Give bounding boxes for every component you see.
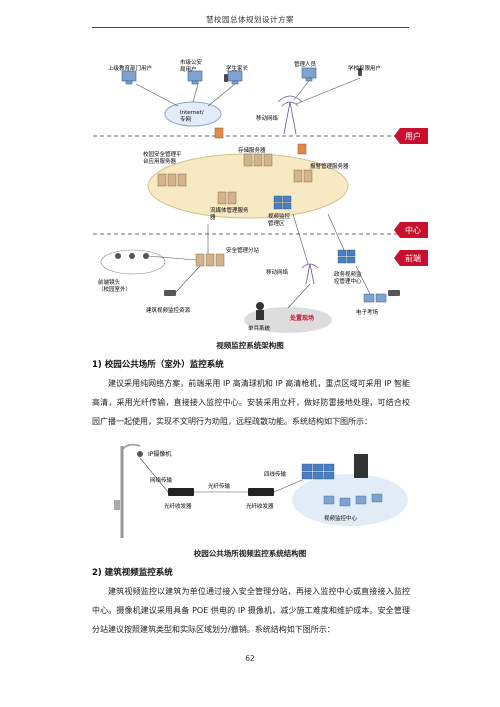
- video-wall-icon: [301, 463, 335, 480]
- monitor-wall-icon: [273, 195, 292, 210]
- soldier-icon: [256, 302, 264, 320]
- label-police: 市级公安局用户: [180, 58, 203, 73]
- zone-tag-front: 前端: [394, 250, 428, 266]
- label-center: 视频监控中心: [324, 514, 358, 522]
- small-tower-icon: [301, 263, 319, 285]
- label-transceiver2: 光纤收发器: [246, 502, 274, 510]
- header-title: 慧校园总体规划设计方案: [206, 15, 294, 24]
- label-school-leader: 学校权限用户: [348, 64, 381, 72]
- label-platform: 校园安全管理平台应用服务器: [143, 150, 182, 165]
- workstation-icon: [323, 493, 383, 507]
- zone-front-label: 前端: [405, 253, 421, 263]
- section1-title: 1) 校园公共场所（室外）监控系统: [92, 360, 224, 370]
- label-admin: 管理人员: [294, 60, 317, 68]
- server-rack-icon: [354, 454, 368, 478]
- label-soldier: 单兵系统: [248, 324, 271, 332]
- label-exam: 电子考场: [356, 308, 379, 316]
- label-net-transfer: 网络传输: [150, 476, 173, 484]
- page-number: 62: [245, 654, 255, 663]
- figure1-caption: 视频监控系统架构图: [216, 341, 284, 350]
- section1-paragraph: 建议采用纯网络方案，前端采用 IP 高清球机和 IP 高清枪机，重点区域可采用 …: [92, 379, 410, 426]
- camera-icon: [115, 253, 400, 296]
- transceiver-icon: [168, 488, 274, 496]
- label-superior: 上级教育部门用户: [108, 64, 152, 72]
- antenna-tower-icon: [277, 95, 303, 135]
- server-icon: [157, 153, 313, 205]
- computer-icon: [121, 67, 317, 85]
- zone-user-label: 用户: [405, 131, 421, 141]
- label-police-field: 处置现场: [289, 314, 314, 322]
- section2-title: 2) 建筑视频监控系统: [92, 568, 173, 578]
- section2-paragraph: 建筑视频监控以建筑为单位通过接入安全管理分站，再接入监控中心或直接接入监控中心。…: [92, 587, 410, 634]
- fig2-links: [139, 457, 303, 493]
- label-internet: Internet/专网: [180, 110, 204, 123]
- label-switch: 四线传输: [264, 470, 287, 478]
- structure-diagram: IP摄像机 网络传输 光纤传输 四线传输 光纤收发器 光纤收发器 视频监控中心: [114, 443, 408, 538]
- hall-monitor-icon: [337, 249, 356, 264]
- label-fiber-transfer: 光纤传输: [208, 482, 231, 490]
- label-stream: 流媒体管理服务器: [210, 206, 249, 221]
- label-hall: 政务视频监控管理中心: [334, 270, 362, 285]
- exam-computer-icon: [363, 293, 387, 303]
- label-transceiver1: 光纤收发器: [164, 502, 192, 510]
- label-mobile-net: 移动网络: [256, 114, 279, 122]
- ip-camera-icon: [137, 451, 143, 457]
- label-station: 安全管理分站: [226, 246, 260, 254]
- label-front-camera: 前端镜头（校园室外）: [98, 278, 131, 293]
- station-server-icon: [195, 253, 225, 267]
- zone-tag-center: 中心: [394, 222, 428, 238]
- label-storage: 存储服务器: [238, 146, 266, 154]
- label-ip-camera: IP摄像机: [148, 450, 171, 458]
- architecture-diagram: 用户 中心 前端 上级教育部门用户 市级公安局用户 学生家长 管理人员 学校权限…: [93, 58, 428, 333]
- label-alarm: 报警管理服务器: [310, 162, 349, 170]
- label-building: 建筑视频监控资源: [146, 306, 191, 314]
- mobile-phone-icon: [224, 68, 362, 82]
- figure2-caption: 校园公共场所视频监控系统结构图: [193, 549, 307, 558]
- link-lines: [147, 213, 371, 309]
- label-parents: 学生家长: [226, 64, 249, 72]
- firewall-icon: [214, 127, 307, 155]
- label-mobile-net2: 移动网络: [266, 268, 289, 276]
- zone-tag-user: 用户: [394, 128, 428, 144]
- pole-icon: [114, 443, 141, 538]
- zone-center-label: 中心: [405, 225, 421, 235]
- label-video-mgmt: 视频监控管理区: [268, 212, 291, 227]
- header-rule: [92, 27, 409, 28]
